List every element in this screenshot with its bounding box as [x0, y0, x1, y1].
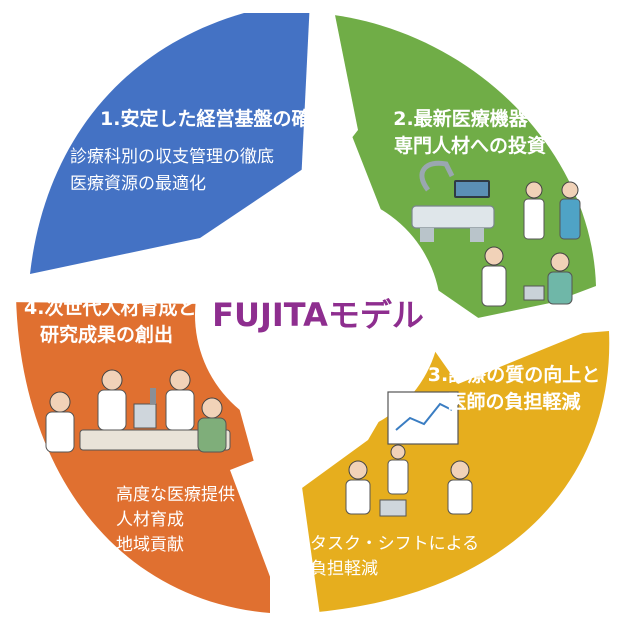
segment-4-body-line-3: 地域貢献	[116, 535, 184, 555]
presentation-meeting-illustration	[345, 391, 473, 517]
medical-equipment-illustration	[411, 160, 495, 242]
segment-4-title-line-1: 4.次世代人材育成と	[24, 297, 197, 319]
research-team-illustration	[45, 369, 231, 453]
segment-2-title-line-1: 2.最新医療機器と	[393, 108, 547, 130]
segment-4-body-line-2: 人材育成	[116, 510, 184, 530]
segment-3-title-line-2: 医師の負担軽減	[447, 391, 581, 413]
doctors-team-illustration	[523, 181, 581, 240]
segment-1-stable-management	[30, 13, 352, 274]
center-circle	[195, 192, 441, 438]
segment-1-body-line-1: 診療科別の収支管理の徹底	[70, 147, 274, 167]
doctor-consultation-illustration	[481, 246, 573, 307]
center-title: FUJITAモデル	[212, 296, 424, 334]
segment-4-next-generation	[16, 296, 270, 613]
segment-1-body-line-2: 医療資源の最適化	[70, 174, 206, 194]
segment-3-body-line-1: タスク・シフトによる	[310, 534, 480, 554]
arrow-separators	[0, 0, 610, 630]
segment-4-body-line-1: 高度な医療提供	[116, 485, 235, 505]
segment-3-quality	[258, 331, 610, 612]
segment-3-title-line-1: 3.診療の質の向上と	[427, 364, 601, 386]
segment-4-title-line-2: 研究成果の創出	[40, 324, 174, 346]
segment-1-title: 1.安定した経営基盤の確立	[100, 108, 330, 130]
segment-2-investment	[316, 13, 596, 326]
segment-3-body-line-2: 負担軽減	[310, 559, 378, 579]
segment-2-title-line-2: 専門人材への投資	[393, 135, 546, 157]
